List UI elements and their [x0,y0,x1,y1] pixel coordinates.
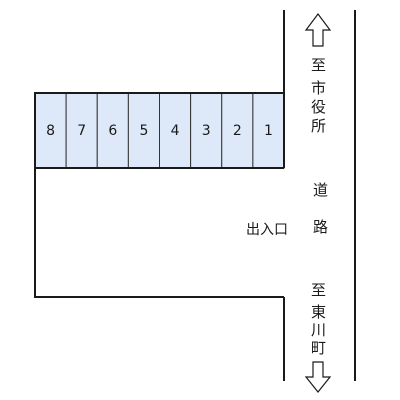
lot-boundary [34,92,284,298]
parking-space [96,92,129,169]
parking-space-number: 2 [233,123,242,139]
up-arrow-icon [304,13,332,47]
parking-space-number: 6 [108,123,117,139]
parking-space-number: 4 [171,123,180,139]
parking-space [34,92,67,169]
road-label: 道路 [311,182,329,256]
parking-space-number: 3 [202,123,211,139]
north-destination-label: 市役所 [309,80,327,137]
parking-space-number: 1 [264,123,273,139]
parking-space-number: 5 [139,123,148,139]
parking-space-number: 8 [46,123,55,139]
south-destination-label: 東川町 [309,304,327,358]
north-direction-prefix: 至 [309,57,327,72]
parking-space [252,92,285,169]
south-direction-prefix: 至 [309,282,327,297]
down-arrow-icon [304,361,332,393]
entrance-label: 出入口 [246,222,288,238]
parking-space-number: 7 [77,123,86,139]
parking-spaces-row: 8 7 6 5 4 3 2 1 [34,92,285,169]
